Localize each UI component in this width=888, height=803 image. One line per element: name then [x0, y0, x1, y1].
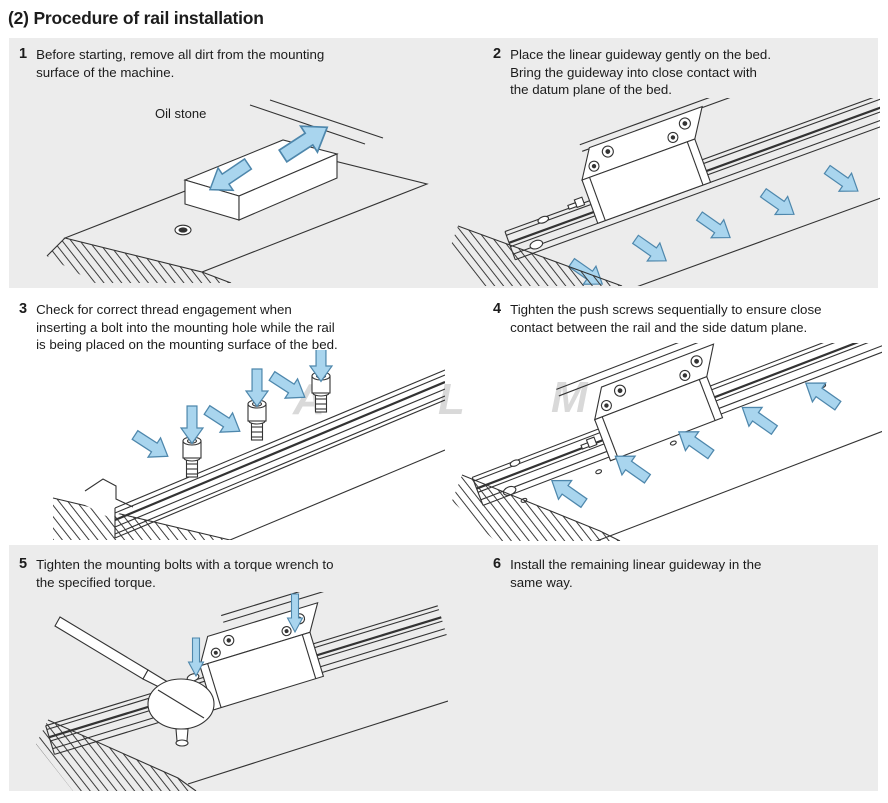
steps-row-2: 3 Check for correct thread engagement wh… — [9, 288, 882, 544]
steps-row-1: 1 Before starting, remove all dirt from … — [9, 38, 880, 288]
machine-bed-drawing — [46, 99, 429, 283]
step-5: 5 Tighten the mounting bolts with a torq… — [19, 556, 333, 591]
figure-bolt-insertion — [52, 350, 445, 540]
rail-drawing — [114, 369, 445, 539]
step-5-text: Tighten the mounting bolts with a torque… — [36, 557, 334, 590]
bed-shoulder-lines — [221, 592, 444, 623]
hatched-bed-edge — [452, 475, 620, 541]
steps-row-3: 5 Tighten the mounting bolts with a torq… — [9, 545, 878, 791]
dial-pointer — [157, 689, 205, 719]
figure-push-screws — [452, 343, 882, 541]
hatched-bed-edge — [47, 238, 231, 283]
wrench-handle — [54, 616, 149, 680]
page-title: (2) Procedure of rail installation — [8, 8, 264, 28]
step-1-number: 1 — [19, 46, 28, 62]
step-1: 1 Before starting, remove all dirt from … — [19, 46, 324, 81]
step-4-text: Tighten the push screws sequentially to … — [510, 302, 822, 335]
rail-flange-hole — [529, 239, 544, 250]
carriage-block-drawing — [199, 601, 325, 711]
bed-front-edge — [575, 181, 880, 286]
step-3: 3 Check for correct thread engagement wh… — [19, 301, 338, 354]
oil-stone-drawing — [183, 139, 339, 221]
step-1-text: Before starting, remove all dirt from th… — [36, 47, 325, 80]
figure-oil-stone-cleaning — [46, 99, 429, 283]
bed-front-edge — [187, 700, 448, 785]
carriage-block-drawing — [567, 105, 712, 225]
bed-step-notch — [85, 479, 133, 518]
step-4-number: 4 — [493, 301, 502, 317]
figure-torque-wrench — [36, 592, 448, 791]
step-5-number: 5 — [19, 556, 28, 572]
watermark-letter-m: M — [551, 373, 588, 422]
watermark-letter-l: L — [438, 375, 465, 424]
rail-top-hole — [509, 459, 521, 467]
step-6-text: Install the remaining linear guideway in… — [510, 557, 762, 590]
bed-front-edge — [229, 449, 445, 540]
step-4: 4 Tighten the push screws sequentially t… — [493, 301, 822, 336]
step-2: 2 Place the linear guideway gently on th… — [493, 46, 771, 99]
step-2-text: Place the linear guideway gently on the … — [510, 47, 772, 98]
step-3-number: 3 — [19, 301, 28, 317]
bed-front-edge — [593, 412, 882, 541]
figure-guideway-placement — [450, 98, 880, 286]
step-6: 6 Install the remaining linear guideway … — [493, 556, 761, 591]
rail-top-hole — [537, 215, 550, 224]
bed-shoulder-lines — [556, 343, 877, 397]
hatched-bed-edge — [36, 720, 196, 791]
step-6-number: 6 — [493, 556, 502, 572]
step-3-text: Check for correct thread engagement when… — [36, 302, 338, 353]
hatched-bed-edge — [450, 226, 622, 286]
step-2-number: 2 — [493, 46, 502, 62]
oil-stone-label: Oil stone — [155, 106, 207, 121]
torque-wrench-drawing — [54, 616, 215, 747]
carriage-block-drawing — [580, 343, 724, 462]
